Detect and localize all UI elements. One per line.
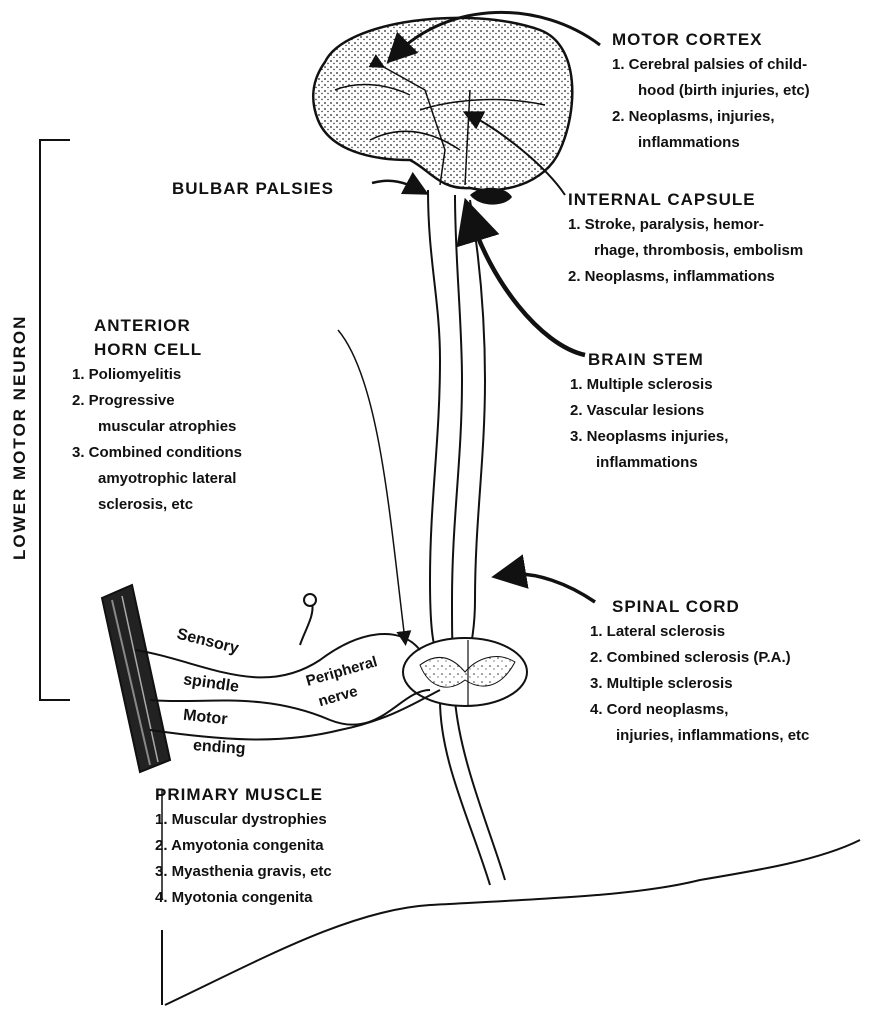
anterior-horn-pointer: [338, 330, 405, 640]
brain-stem-item-3b: inflammations: [570, 450, 728, 476]
anterior-horn-title-1: ANTERIOR: [72, 314, 242, 338]
internal-capsule-title: INTERNAL CAPSULE: [568, 188, 803, 212]
muscle-drawing: [102, 585, 170, 772]
anterior-horn-title-2: HORN CELL: [72, 338, 242, 362]
bulbar-arrow: [372, 181, 420, 190]
primary-muscle-item-1: 1. Muscular dystrophies: [155, 807, 332, 833]
anterior-horn-block: ANTERIOR HORN CELL 1. Poliomyelitis 2. P…: [72, 314, 242, 518]
cord-cross-section: [403, 638, 527, 706]
motor-cortex-block: MOTOR CORTEX 1. Cerebral palsies of chil…: [612, 28, 810, 156]
brain-stem-item-2: 2. Vascular lesions: [570, 398, 728, 424]
lower-motor-neuron-label: LOWER MOTOR NEURON: [10, 260, 34, 560]
spinal-cord-item-2: 2. Combined sclerosis (P.A.): [590, 645, 809, 671]
brain-stem-item-1: 1. Multiple sclerosis: [570, 372, 728, 398]
primary-muscle-block: PRIMARY MUSCLE 1. Muscular dystrophies 2…: [155, 783, 332, 911]
internal-capsule-block: INTERNAL CAPSULE 1. Stroke, paralysis, h…: [568, 188, 803, 290]
motor-cortex-item-1: 1. Cerebral palsies of child-: [612, 52, 810, 78]
primary-muscle-item-4: 4. Myotonia congenita: [155, 885, 332, 911]
anterior-horn-item-2b: muscular atrophies: [72, 414, 242, 440]
motor-cortex-item-2b: inflammations: [612, 130, 810, 156]
spinal-cord-item-4: 4. Cord neoplasms,: [590, 697, 809, 723]
motor-cortex-item-1b: hood (birth injuries, etc): [612, 78, 810, 104]
anterior-horn-item-1: 1. Poliomyelitis: [72, 362, 242, 388]
motor-cortex-title: MOTOR CORTEX: [612, 28, 810, 52]
brain-drawing: [313, 18, 572, 205]
peripheral-nerves: [135, 594, 440, 739]
spinal-cord-title: SPINAL CORD: [590, 595, 809, 619]
spinal-cord-arrow: [505, 574, 595, 602]
primary-muscle-item-2: 2. Amyotonia congenita: [155, 833, 332, 859]
anterior-horn-item-3b: amyotrophic lateral: [72, 466, 242, 492]
anterior-horn-item-3: 3. Combined conditions: [72, 440, 242, 466]
primary-muscle-title: PRIMARY MUSCLE: [155, 783, 332, 807]
bulbar-palsies-title: BULBAR PALSIES: [172, 177, 334, 201]
lmn-bracket: [40, 140, 70, 700]
ending-label: ending: [192, 737, 246, 759]
brain-stem-title: BRAIN STEM: [570, 348, 728, 372]
brain-stem-block: BRAIN STEM 1. Multiple sclerosis 2. Vasc…: [570, 348, 728, 476]
primary-muscle-item-3: 3. Myasthenia gravis, etc: [155, 859, 332, 885]
spinal-cord-item-3: 3. Multiple sclerosis: [590, 671, 809, 697]
spinal-cord-item-1: 1. Lateral sclerosis: [590, 619, 809, 645]
anterior-horn-item-3c: sclerosis, etc: [72, 492, 242, 518]
internal-capsule-item-1: 1. Stroke, paralysis, hemor-: [568, 212, 803, 238]
brain-stem-item-3: 3. Neoplasms injuries,: [570, 424, 728, 450]
spinal-cord-item-4b: injuries, inflammations, etc: [590, 723, 809, 749]
anterior-horn-item-2: 2. Progressive: [72, 388, 242, 414]
spinal-cord-block: SPINAL CORD 1. Lateral sclerosis 2. Comb…: [590, 595, 809, 749]
motor-cortex-item-2: 2. Neoplasms, injuries,: [612, 104, 810, 130]
internal-capsule-item-2: 2. Neoplasms, inflammations: [568, 264, 803, 290]
spinal-tracts: [428, 190, 505, 885]
internal-capsule-item-1b: rhage, thrombosis, embolism: [568, 238, 803, 264]
